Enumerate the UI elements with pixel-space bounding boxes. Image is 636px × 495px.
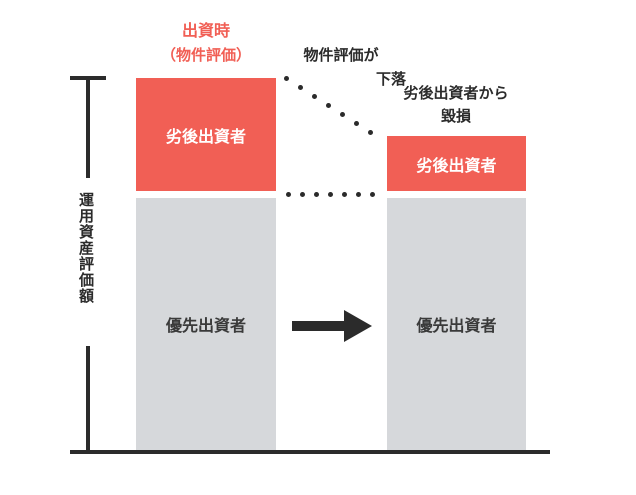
y-axis-line-top bbox=[86, 76, 90, 178]
right-subordinate-box: 劣後出資者 bbox=[387, 136, 526, 191]
x-axis-line bbox=[70, 450, 550, 454]
y-axis-label: 運用資産評価額 bbox=[77, 192, 95, 304]
right-arrow-icon bbox=[292, 310, 372, 342]
label-price-drop-line2: 下落 bbox=[375, 70, 406, 88]
label-at-investment-sub: （物件評価） bbox=[160, 46, 251, 64]
label-loss-line2: 毀損 bbox=[440, 107, 471, 125]
label-loss-line1: 劣後出資者から bbox=[403, 84, 509, 102]
label-price-drop-line1: 物件評価が bbox=[303, 46, 379, 64]
y-axis-line-bottom bbox=[86, 346, 90, 452]
left-subordinate-box: 劣後出資者 bbox=[136, 78, 276, 191]
left-senior-box: 優先出資者 bbox=[136, 198, 276, 450]
right-senior-box: 優先出資者 bbox=[387, 198, 526, 450]
label-at-investment: 出資時 bbox=[181, 21, 230, 40]
